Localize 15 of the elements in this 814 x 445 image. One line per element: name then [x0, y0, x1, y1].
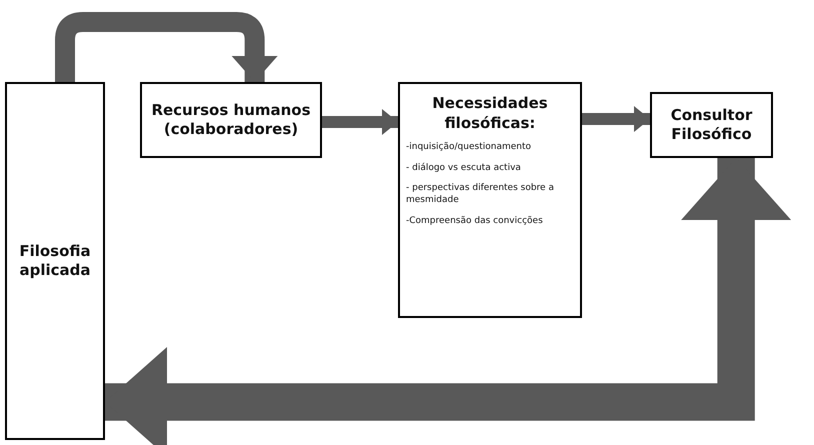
- bullet-text: - diálogo vs escuta activa: [406, 162, 522, 174]
- process-box: [5, 82, 105, 440]
- bullet-text: -inquisição/questionamento: [406, 142, 532, 154]
- block-arrow: [322, 109, 398, 135]
- box-title: Recursos humanos (colaboradores): [150, 100, 312, 140]
- box-title: Necessidades filosóficas:: [431, 94, 549, 133]
- bullet-text: -Compreensão das convicções: [406, 216, 544, 228]
- block-arrow: [582, 106, 650, 132]
- process-box: [398, 82, 582, 318]
- process-box: [140, 82, 322, 158]
- bullet-text: - perspectivas diferentes sobre a mesmidade: [406, 183, 555, 207]
- box-title: Filosofia aplicada: [18, 242, 92, 280]
- block-arrow: [105, 158, 792, 445]
- box-title: Consultor Filosófico: [670, 106, 754, 144]
- process-box: [650, 92, 773, 158]
